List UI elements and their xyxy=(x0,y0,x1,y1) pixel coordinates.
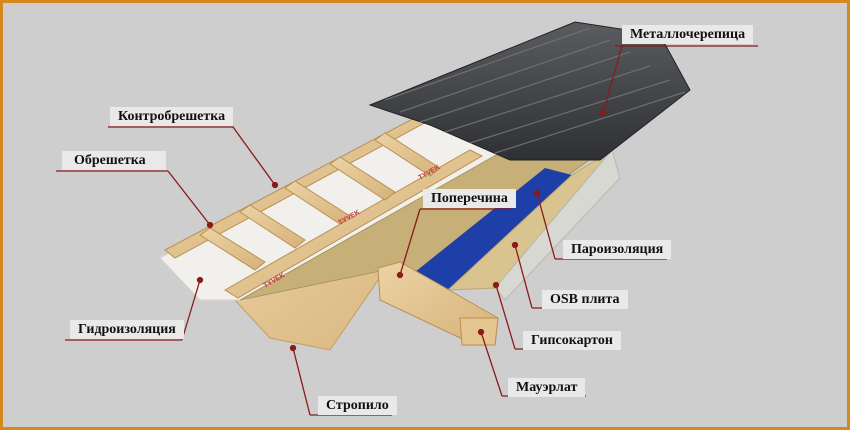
label-batten: Обрешетка xyxy=(62,151,166,170)
vapor-barrier-shape xyxy=(415,168,572,290)
label-drywall: Гипсокартон xyxy=(523,331,621,350)
roof-illustration: TYVEK TYVEK TYVEK xyxy=(56,21,758,416)
label-metal-tile: Металлочерепица xyxy=(622,25,754,44)
label-crossbar: Поперечина xyxy=(423,189,516,208)
drywall-shape xyxy=(494,148,621,301)
label-vapor-barrier: Пароизоляция xyxy=(563,240,672,259)
tile-ridges xyxy=(384,27,686,154)
label-mauerlat: Мауэрлат xyxy=(508,378,586,397)
label-osb: OSB плита xyxy=(542,290,628,309)
battens xyxy=(199,132,441,271)
label-counter-batten: Контробрешетка xyxy=(110,107,234,126)
metal-tile-shape xyxy=(368,21,691,161)
label-rafter: Стропило xyxy=(318,396,397,415)
label-waterproofing: Гидроизоляция xyxy=(70,320,184,339)
